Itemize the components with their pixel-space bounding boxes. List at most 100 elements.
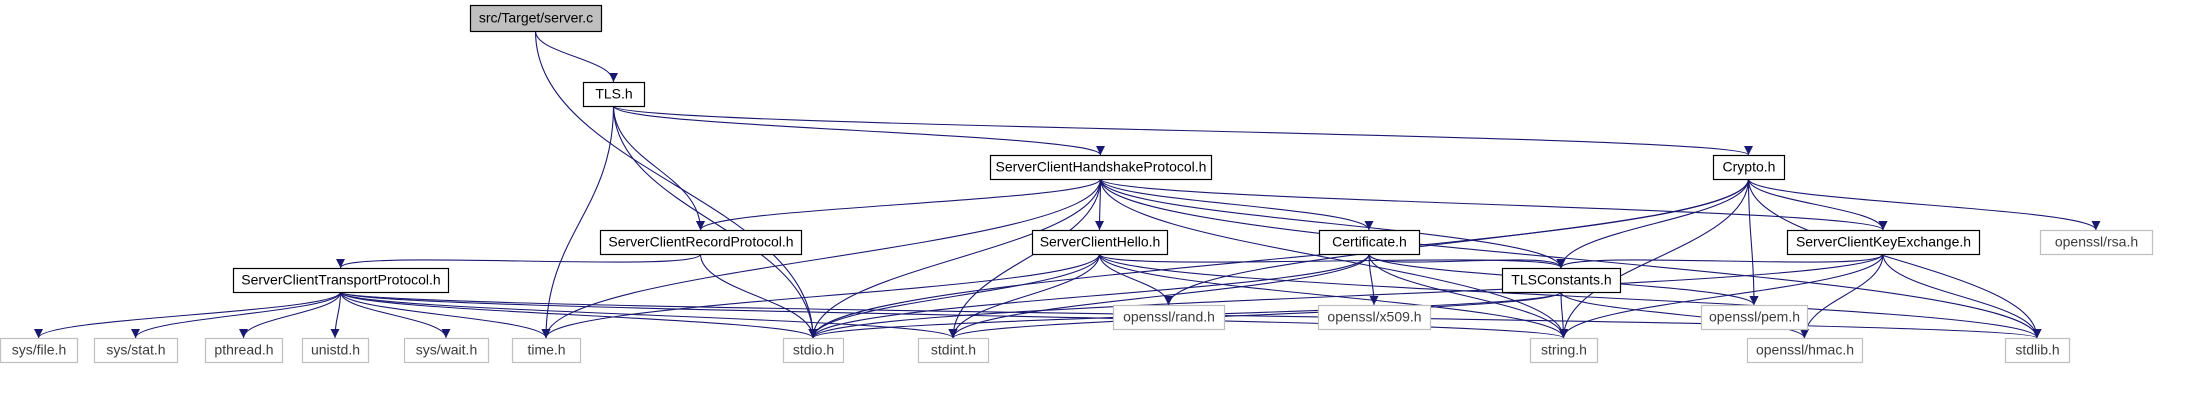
edge-tls_h-to-stdio_h <box>612 105 818 339</box>
node-pthread-h: pthread.h <box>204 337 284 364</box>
node-scrp-h[interactable]: ServerClientRecordProtocol.h <box>599 229 803 256</box>
node-box <box>469 4 603 33</box>
node-tls-h[interactable]: TLS.h <box>582 81 646 108</box>
node-label: stdlib.h <box>2015 342 2059 358</box>
edge-schp_h-to-stdlib_h <box>1099 178 2042 339</box>
node-box <box>1317 304 1432 331</box>
node-label: stdint.h <box>931 342 976 358</box>
edge-crypto_h-to-string_h <box>1559 178 1750 339</box>
node-box <box>204 337 284 364</box>
edge-tlsc_h-to-hmac_h <box>1560 291 1809 339</box>
edge-scke_h-to-hmac_h <box>1800 253 1884 339</box>
node-box <box>403 337 490 364</box>
edge-schp_h-to-tlsc_h <box>1099 178 1566 269</box>
node-scke-h[interactable]: ServerClientKeyExchange.h <box>1786 229 1981 256</box>
node-label: unistd.h <box>311 342 360 358</box>
node-x509-h: openssl/x509.h <box>1317 304 1432 331</box>
node-label: ServerClientTransportProtocol.h <box>241 272 440 288</box>
edge-schp_h-to-scke_h <box>1099 178 1888 231</box>
edge-schp_h-to-cert_h <box>1099 178 1374 231</box>
node-label: sys/file.h <box>12 342 66 358</box>
edge-sctp_h-to-pthread_h <box>239 291 342 339</box>
node-box <box>1501 267 1622 294</box>
edge-cert_h-to-string_h <box>1368 253 1568 339</box>
edge-crypto_h-to-pem_h <box>1747 178 1759 306</box>
node-label: sys/stat.h <box>106 342 165 358</box>
node-box <box>93 337 179 364</box>
edge-scke_h-to-stdio_h <box>808 253 1884 339</box>
node-label: ServerClientHello.h <box>1040 234 1161 250</box>
node-box <box>1529 337 1599 364</box>
node-label: Crypto.h <box>1723 159 1776 175</box>
node-time-h: time.h <box>511 337 582 364</box>
node-label: Certificate.h <box>1332 234 1407 250</box>
edge-sctp_h-to-stdint_h <box>339 291 958 339</box>
edges-layer <box>34 30 2101 339</box>
edge-scrp_h-to-stdio_h <box>699 253 818 339</box>
edge-scke_h-to-string_h <box>1559 253 1884 339</box>
edge-scke_h-to-tlsc_h <box>1556 253 1884 269</box>
node-pem-h: openssl/pem.h <box>1700 304 1809 331</box>
node-cert-h[interactable]: Certificate.h <box>1318 229 1421 256</box>
node-box <box>1031 229 1169 256</box>
node-box <box>989 154 1213 181</box>
node-syswait-h: sys/wait.h <box>403 337 490 364</box>
node-unistd-h: unistd.h <box>301 337 370 364</box>
node-rsa-h: openssl/rsa.h <box>2039 229 2154 256</box>
edge-tls_h-to-scrp_h <box>612 105 705 231</box>
edge-cert_h-to-stdint_h <box>948 253 1370 339</box>
edge-sch_h-to-time_h <box>541 253 1101 339</box>
node-box <box>1318 229 1421 256</box>
edge-tls_h-to-crypto_h <box>612 105 1753 156</box>
node-box <box>301 337 370 364</box>
edge-crypto_h-to-rsa_h <box>1747 178 2101 231</box>
edge-tlsc_h-to-stdint_h <box>948 291 1562 339</box>
node-box <box>232 267 450 294</box>
edge-sctp_h-to-unistd_h <box>330 291 342 339</box>
edge-tls_h-to-time_h <box>541 105 615 339</box>
node-label: openssl/rsa.h <box>2055 234 2138 250</box>
node-label: TLS.h <box>595 86 632 102</box>
node-box <box>2004 337 2071 364</box>
edge-schp_h-to-stdint_h <box>948 178 1102 339</box>
node-label: openssl/hmac.h <box>1756 342 1854 358</box>
node-box <box>1112 304 1226 331</box>
node-stdint-h: stdint.h <box>917 337 990 364</box>
node-schp-h[interactable]: ServerClientHandshakeProtocol.h <box>989 154 1213 181</box>
node-label: ServerClientHandshakeProtocol.h <box>996 159 1207 175</box>
edge-crypto_h-to-rand_h <box>1164 178 1750 306</box>
node-box <box>0 337 79 364</box>
edge-scke_h-to-stdlib_h <box>1882 253 2042 339</box>
node-sch-h[interactable]: ServerClientHello.h <box>1031 229 1169 256</box>
edge-cert_h-to-x509_h <box>1368 253 1379 306</box>
node-sctp-h[interactable]: ServerClientTransportProtocol.h <box>232 267 450 294</box>
edge-tls_h-to-schp_h <box>612 105 1105 156</box>
edge-schp_h-to-time_h <box>541 178 1102 339</box>
node-label: ServerClientRecordProtocol.h <box>608 234 793 250</box>
edge-sctp_h-to-sysfile_h <box>34 291 342 339</box>
node-hmac-h: openssl/hmac.h <box>1746 337 1864 364</box>
edge-sch_h-to-tlsc_h <box>1098 253 1566 269</box>
node-box <box>582 81 646 108</box>
node-label: openssl/x509.h <box>1327 309 1421 325</box>
node-label: stdio.h <box>793 342 834 358</box>
node-sysfile-h: sys/file.h <box>0 337 79 364</box>
node-rand-h: openssl/rand.h <box>1112 304 1226 331</box>
node-label: ServerClientKeyExchange.h <box>1796 234 1971 250</box>
node-tlsc-h[interactable]: TLSConstants.h <box>1501 267 1622 294</box>
node-stdlib-h: stdlib.h <box>2004 337 2071 364</box>
node-crypto-h[interactable]: Crypto.h <box>1712 154 1786 181</box>
node-box <box>782 337 845 364</box>
node-label: TLSConstants.h <box>1511 272 1611 288</box>
edge-sctp_h-to-syswait_h <box>339 291 451 339</box>
node-label: openssl/rand.h <box>1123 309 1215 325</box>
node-label: sys/wait.h <box>416 342 477 358</box>
node-box <box>917 337 990 364</box>
edge-server_c-to-stdio_h <box>534 30 818 339</box>
node-server-c[interactable]: src/Target/server.c <box>469 4 603 33</box>
node-box <box>511 337 582 364</box>
node-box <box>2039 229 2154 256</box>
nodes-layer: src/Target/server.cTLS.hServerClientHand… <box>0 4 2154 364</box>
node-stdio-h: stdio.h <box>782 337 845 364</box>
